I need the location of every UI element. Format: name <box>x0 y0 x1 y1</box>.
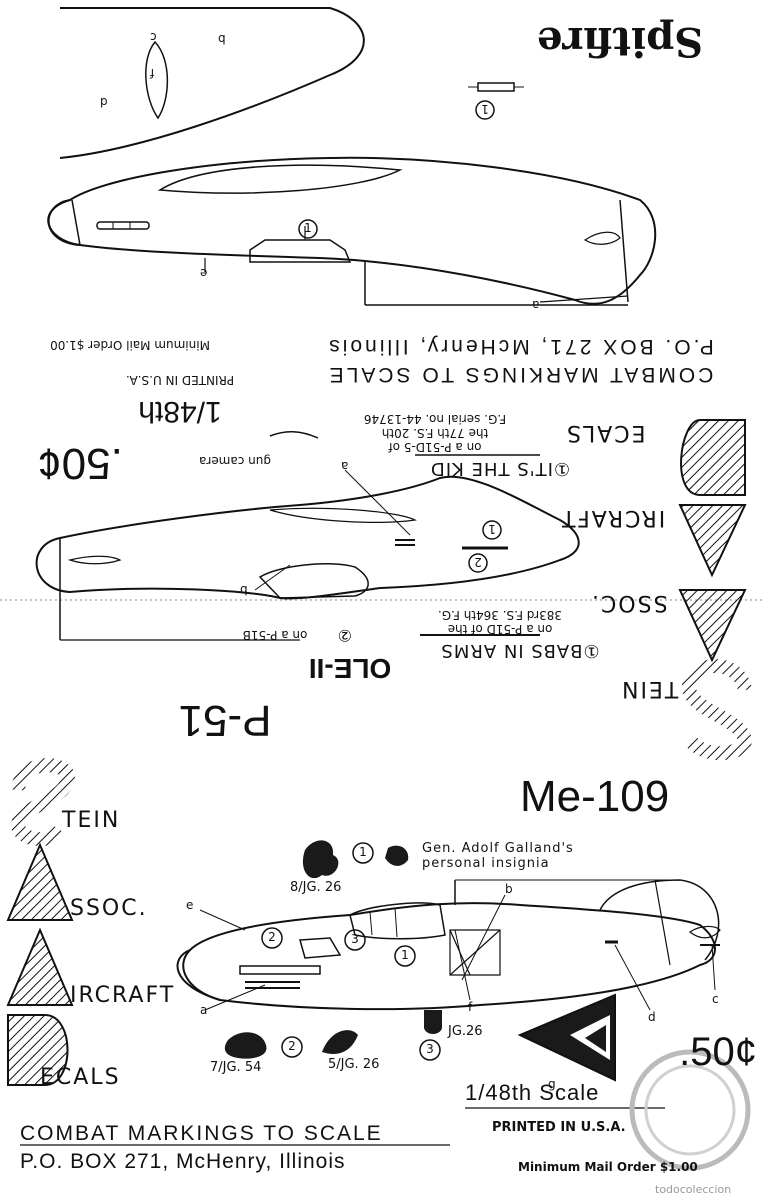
callout-1: 1 <box>401 948 409 962</box>
bottom-brand-a1-text: SSOC. <box>70 896 148 921</box>
top-gun-camera: gun camera <box>199 454 271 468</box>
top-brand-a1-text: SSOC. <box>590 590 668 615</box>
letter-e: e <box>186 898 194 912</box>
ole-title: OLE-II <box>308 653 392 684</box>
top-minimum-order: Minimum Mail Order $1.00 <box>50 338 210 352</box>
jg54-insignia <box>224 1032 267 1059</box>
bottom-brand-s <box>10 758 75 847</box>
p51-fuselage <box>35 475 580 600</box>
p51-title: P-51 <box>178 696 272 745</box>
bottom-company-line1: COMBAT MARKINGS TO SCALE <box>20 1122 383 1145</box>
kid-desc-1: on a P-51D-5 of <box>388 440 482 454</box>
bottom-brand-d-text: ECALS <box>40 1065 121 1090</box>
spitfire-spinner <box>47 199 81 246</box>
bottom-brand-a2 <box>6 927 74 1006</box>
top-brand-a1 <box>678 504 747 578</box>
me109-title: Me-109 <box>520 772 670 821</box>
letter-a: a <box>341 459 349 473</box>
letter-f: f <box>150 66 155 80</box>
top-company-line2: P.O. BOX 271, McHenry, Illinois <box>326 335 714 358</box>
letter-b: b <box>218 32 226 46</box>
bottom-minimum-order: Minimum Mail Order $1.00 <box>518 1160 698 1174</box>
kid-desc-2: the 77th F.S. 20th <box>381 426 489 440</box>
top-scale: 1/48th <box>138 395 222 428</box>
bottom-printed: PRINTED IN U.S.A. <box>492 1120 626 1135</box>
bottom-brand-a1 <box>6 842 74 921</box>
callout-2: 2 <box>288 1039 296 1053</box>
jg54-7-label: 7/JG. 54 <box>210 1060 262 1075</box>
bottom-brand-a2-text: IRCRAFT <box>70 983 176 1008</box>
babs-title: ①BABS IN ARMS <box>440 640 600 661</box>
bottom-price: .50¢ <box>679 1030 757 1074</box>
top-brand-d <box>680 419 746 496</box>
ole-ref: ② <box>337 626 353 645</box>
callout-1: 1 <box>481 102 489 116</box>
galland-line-1: Gen. Adolf Galland's <box>422 841 574 856</box>
kid-title: ①IT'S THE KID <box>429 458 571 479</box>
bottom-brand-s-text: TEIN <box>62 808 121 833</box>
callout-3: 3 <box>426 1042 434 1056</box>
top-brand-s-text: TEIN <box>620 676 679 701</box>
letter-d: d <box>648 1010 656 1024</box>
spitfire-wing-outline <box>59 7 365 159</box>
galland-insignia-2 <box>385 845 409 866</box>
jg26-label: JG.26 <box>448 1024 483 1039</box>
callout-2: 2 <box>474 555 482 569</box>
watermark-seal <box>629 1049 751 1171</box>
top-brand-a2 <box>678 589 747 663</box>
top-printed: PRINTED IN U.S.A. <box>125 373 235 387</box>
top-brand-a2-text: IRCRAFT <box>560 505 666 530</box>
letter-f: f <box>468 1000 473 1014</box>
letter-a: a <box>200 1003 208 1017</box>
me109-canopy <box>349 902 446 940</box>
spitfire-fuselage <box>47 156 657 305</box>
me109-chevron-decal <box>517 993 616 1082</box>
top-company-line1: COMBAT MARKINGS TO SCALE <box>326 363 714 386</box>
galland-line-2: personal insignia <box>422 856 550 871</box>
top-brand-d-text: ECALS <box>565 420 646 445</box>
letter-a: a <box>532 298 540 312</box>
letter-d: d <box>100 95 108 109</box>
letter-e: e <box>200 266 208 280</box>
bottom-company-line2: P.O. BOX 271, McHenry, Illinois <box>20 1150 346 1173</box>
ole-desc: on a P-51B <box>242 628 308 642</box>
callout-3: 3 <box>351 932 359 946</box>
bottom-scale: 1/48th Scale <box>465 1080 600 1105</box>
spitfire-tailplane <box>145 40 169 120</box>
top-price: .50¢ <box>37 439 123 488</box>
babs-desc-2: 383rd F.S. 364th F.G. <box>437 608 563 622</box>
bottom-brand-d <box>7 1014 69 1086</box>
jg26-shield-insignia <box>424 1010 442 1034</box>
callout-1: 1 <box>359 845 367 859</box>
callout-2: 2 <box>268 930 276 944</box>
letter-b: b <box>240 583 248 597</box>
letter-b: b <box>505 882 513 896</box>
callout-1: 1 <box>488 522 496 536</box>
letter-c: c <box>712 992 719 1006</box>
letter-g: g <box>548 1077 556 1091</box>
callout-1: 1 <box>304 221 312 235</box>
me109-fuselage <box>182 902 716 1011</box>
galland-mickey-insignia <box>302 840 339 879</box>
top-brand-s <box>681 659 753 761</box>
jg26-8-label: 8/JG. 26 <box>290 880 342 895</box>
letter-c: c <box>150 30 157 44</box>
kid-desc-3: F.G. serial no. 44-13746 <box>363 412 507 426</box>
spitfire-title: Spitfire <box>536 18 704 65</box>
babs-desc-1: on a P-51D of the <box>447 622 553 636</box>
jg26-5-insignia <box>322 1030 358 1055</box>
jg26-5-label: 5/JG. 26 <box>328 1057 380 1072</box>
watermark-text: todocoleccion <box>655 1183 732 1196</box>
